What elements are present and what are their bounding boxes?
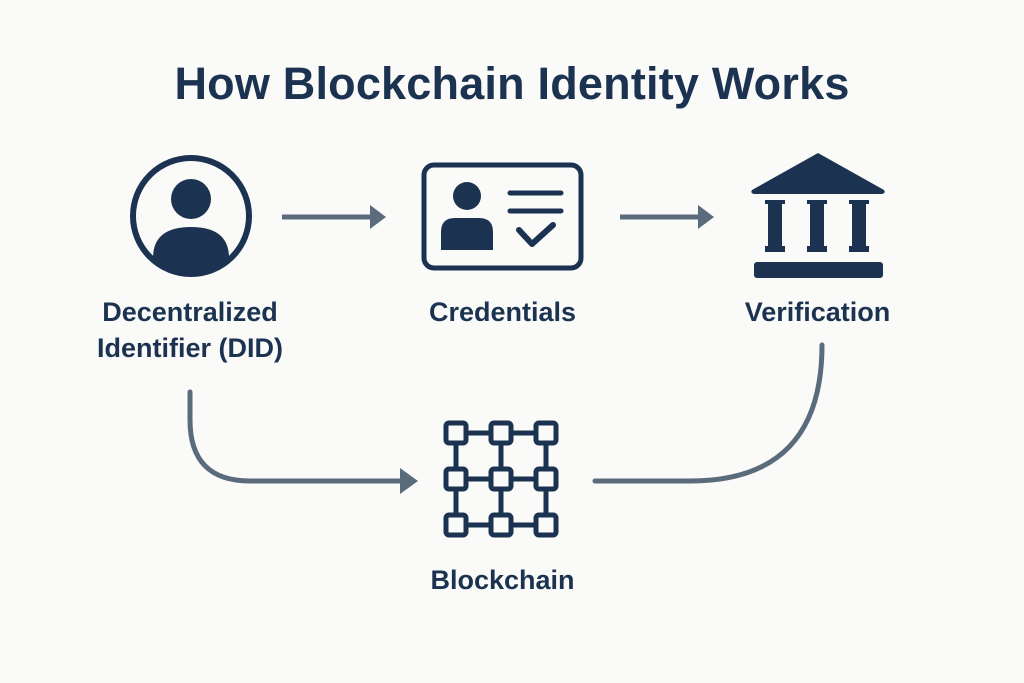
arrow-did-to-credentials bbox=[282, 205, 386, 229]
page-title: How Blockchain Identity Works bbox=[174, 58, 850, 109]
id-card-icon bbox=[421, 162, 584, 271]
user-circle-icon bbox=[130, 155, 252, 277]
did-label-line2: Identifier (DID) bbox=[97, 333, 283, 363]
blockchain-grid-icon bbox=[443, 420, 559, 538]
connector-verification-to-blockchain bbox=[592, 342, 825, 484]
did-label-line1: Decentralized bbox=[102, 297, 278, 327]
node-label-did: Decentralized Identifier (DID) bbox=[60, 294, 320, 366]
arrow-credentials-to-verification bbox=[620, 205, 714, 229]
node-label-credentials: Credentials bbox=[428, 297, 577, 327]
node-label-blockchain: Blockchain bbox=[430, 565, 575, 595]
institution-icon bbox=[751, 153, 885, 278]
node-label-verification: Verification bbox=[744, 297, 891, 327]
arrow-did-to-blockchain bbox=[187, 389, 418, 494]
